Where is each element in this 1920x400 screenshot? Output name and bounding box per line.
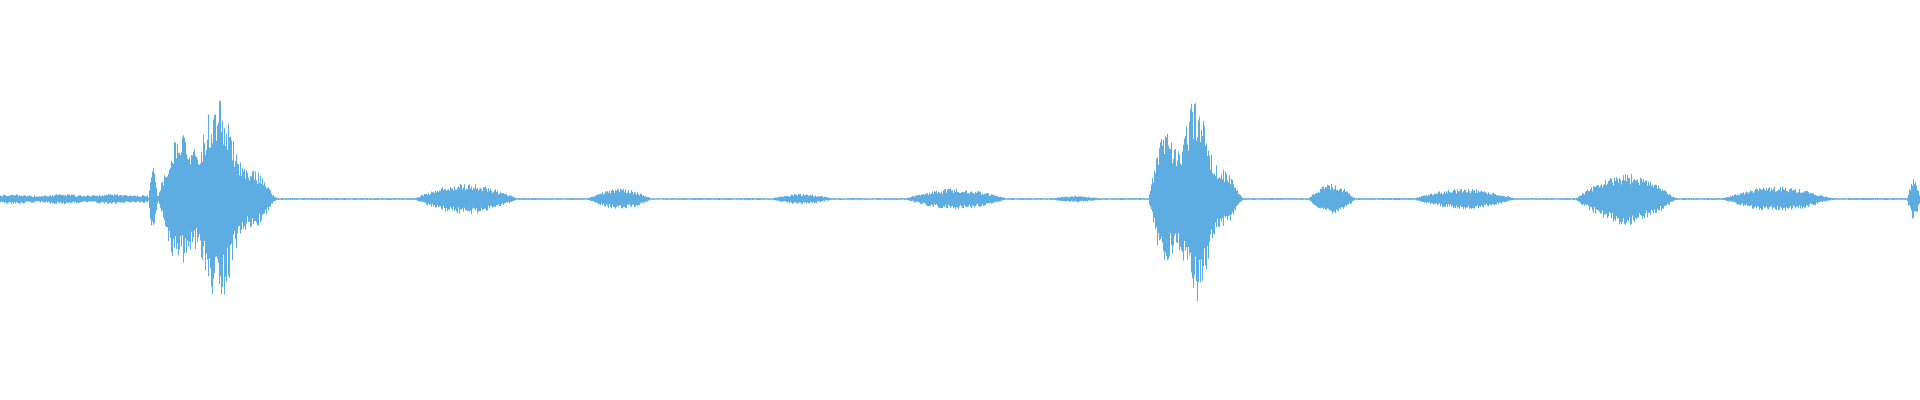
- waveform-trace: [0, 100, 1920, 302]
- waveform-samples: [0, 100, 1920, 302]
